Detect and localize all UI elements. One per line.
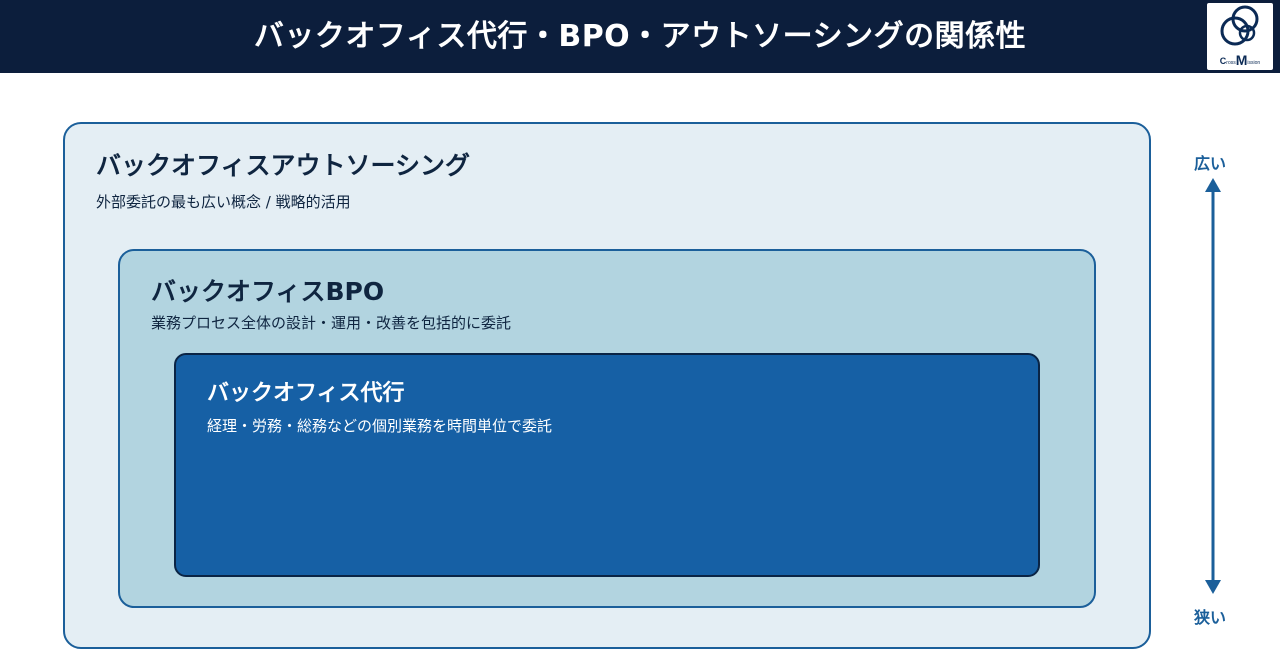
company-logo: CrossMission (1207, 3, 1273, 70)
daiko-box (174, 353, 1040, 577)
logo-wordmark: CrossMission (1219, 52, 1261, 68)
header-bar: バックオフィス代行・BPO・アウトソーシングの関係性 (0, 0, 1280, 73)
daiko-title: バックオフィス代行 (207, 381, 405, 406)
scale-bottom-label: 狭い (1194, 608, 1227, 627)
bpo-title: バックオフィスBPO (151, 277, 385, 306)
outsourcing-title: バックオフィスアウトソーシング (96, 151, 471, 180)
double-headed-arrow-icon (1205, 178, 1221, 594)
scale-top-label: 広い (1194, 154, 1227, 173)
interlocking-circles-logo-icon (1220, 5, 1259, 46)
page-title: バックオフィス代行・BPO・アウトソーシングの関係性 (253, 19, 1027, 54)
daiko-description: 経理・労務・総務などの個別業務を時間単位で委託 (207, 417, 553, 435)
outsourcing-description: 外部委託の最も広い概念 / 戦略的活用 (96, 193, 351, 211)
bpo-description: 業務プロセス全体の設計・運用・改善を包括的に委託 (151, 314, 512, 332)
